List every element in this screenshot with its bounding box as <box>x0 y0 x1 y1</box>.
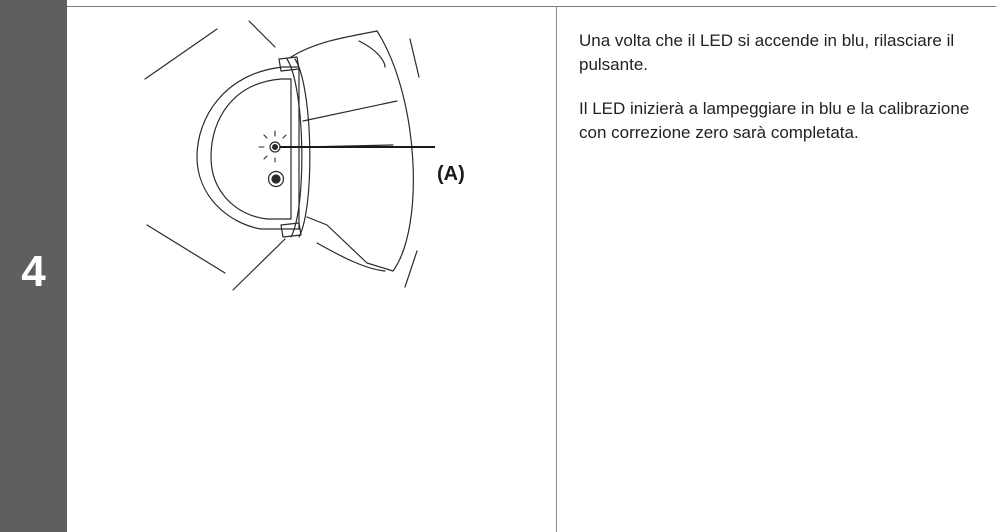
led-indicator <box>269 141 281 153</box>
button-icon <box>267 170 285 188</box>
step-number: 4 <box>21 247 46 296</box>
frame-line-lower-mid <box>232 238 286 291</box>
frame-line-upper-left <box>144 28 218 80</box>
crank-brace-top <box>302 100 398 122</box>
led-glow-rays <box>258 130 287 163</box>
instruction-paragraph-1: Una volta che il LED si accende in blu, … <box>579 31 955 74</box>
crank-arm-edge-2 <box>290 30 378 58</box>
callout-label-a: (A) <box>437 163 465 185</box>
device-illustration <box>144 20 435 291</box>
instruction-paragraph-2: Il LED inizierà a lampeggiare in blu e l… <box>579 99 970 142</box>
crank-arm-edge <box>316 242 386 272</box>
step-sidebar: 4 <box>0 0 67 532</box>
column-divider <box>556 6 557 532</box>
frame-line-right-top <box>409 38 420 78</box>
crank-arm-inner <box>358 40 386 68</box>
frame-line-right-bottom <box>404 250 418 288</box>
housing-outer <box>196 66 300 230</box>
frame-line-upper-mid <box>248 20 276 48</box>
housing-inner <box>210 78 292 220</box>
top-divider <box>67 6 996 7</box>
crank-arm-outline <box>306 30 414 272</box>
instruction-text: Una volta che il LED si accende in blu, … <box>579 29 979 165</box>
housing-bottom-clip <box>280 222 302 238</box>
housing-top-clip <box>278 56 300 72</box>
frame-line-lower-left <box>146 224 226 274</box>
